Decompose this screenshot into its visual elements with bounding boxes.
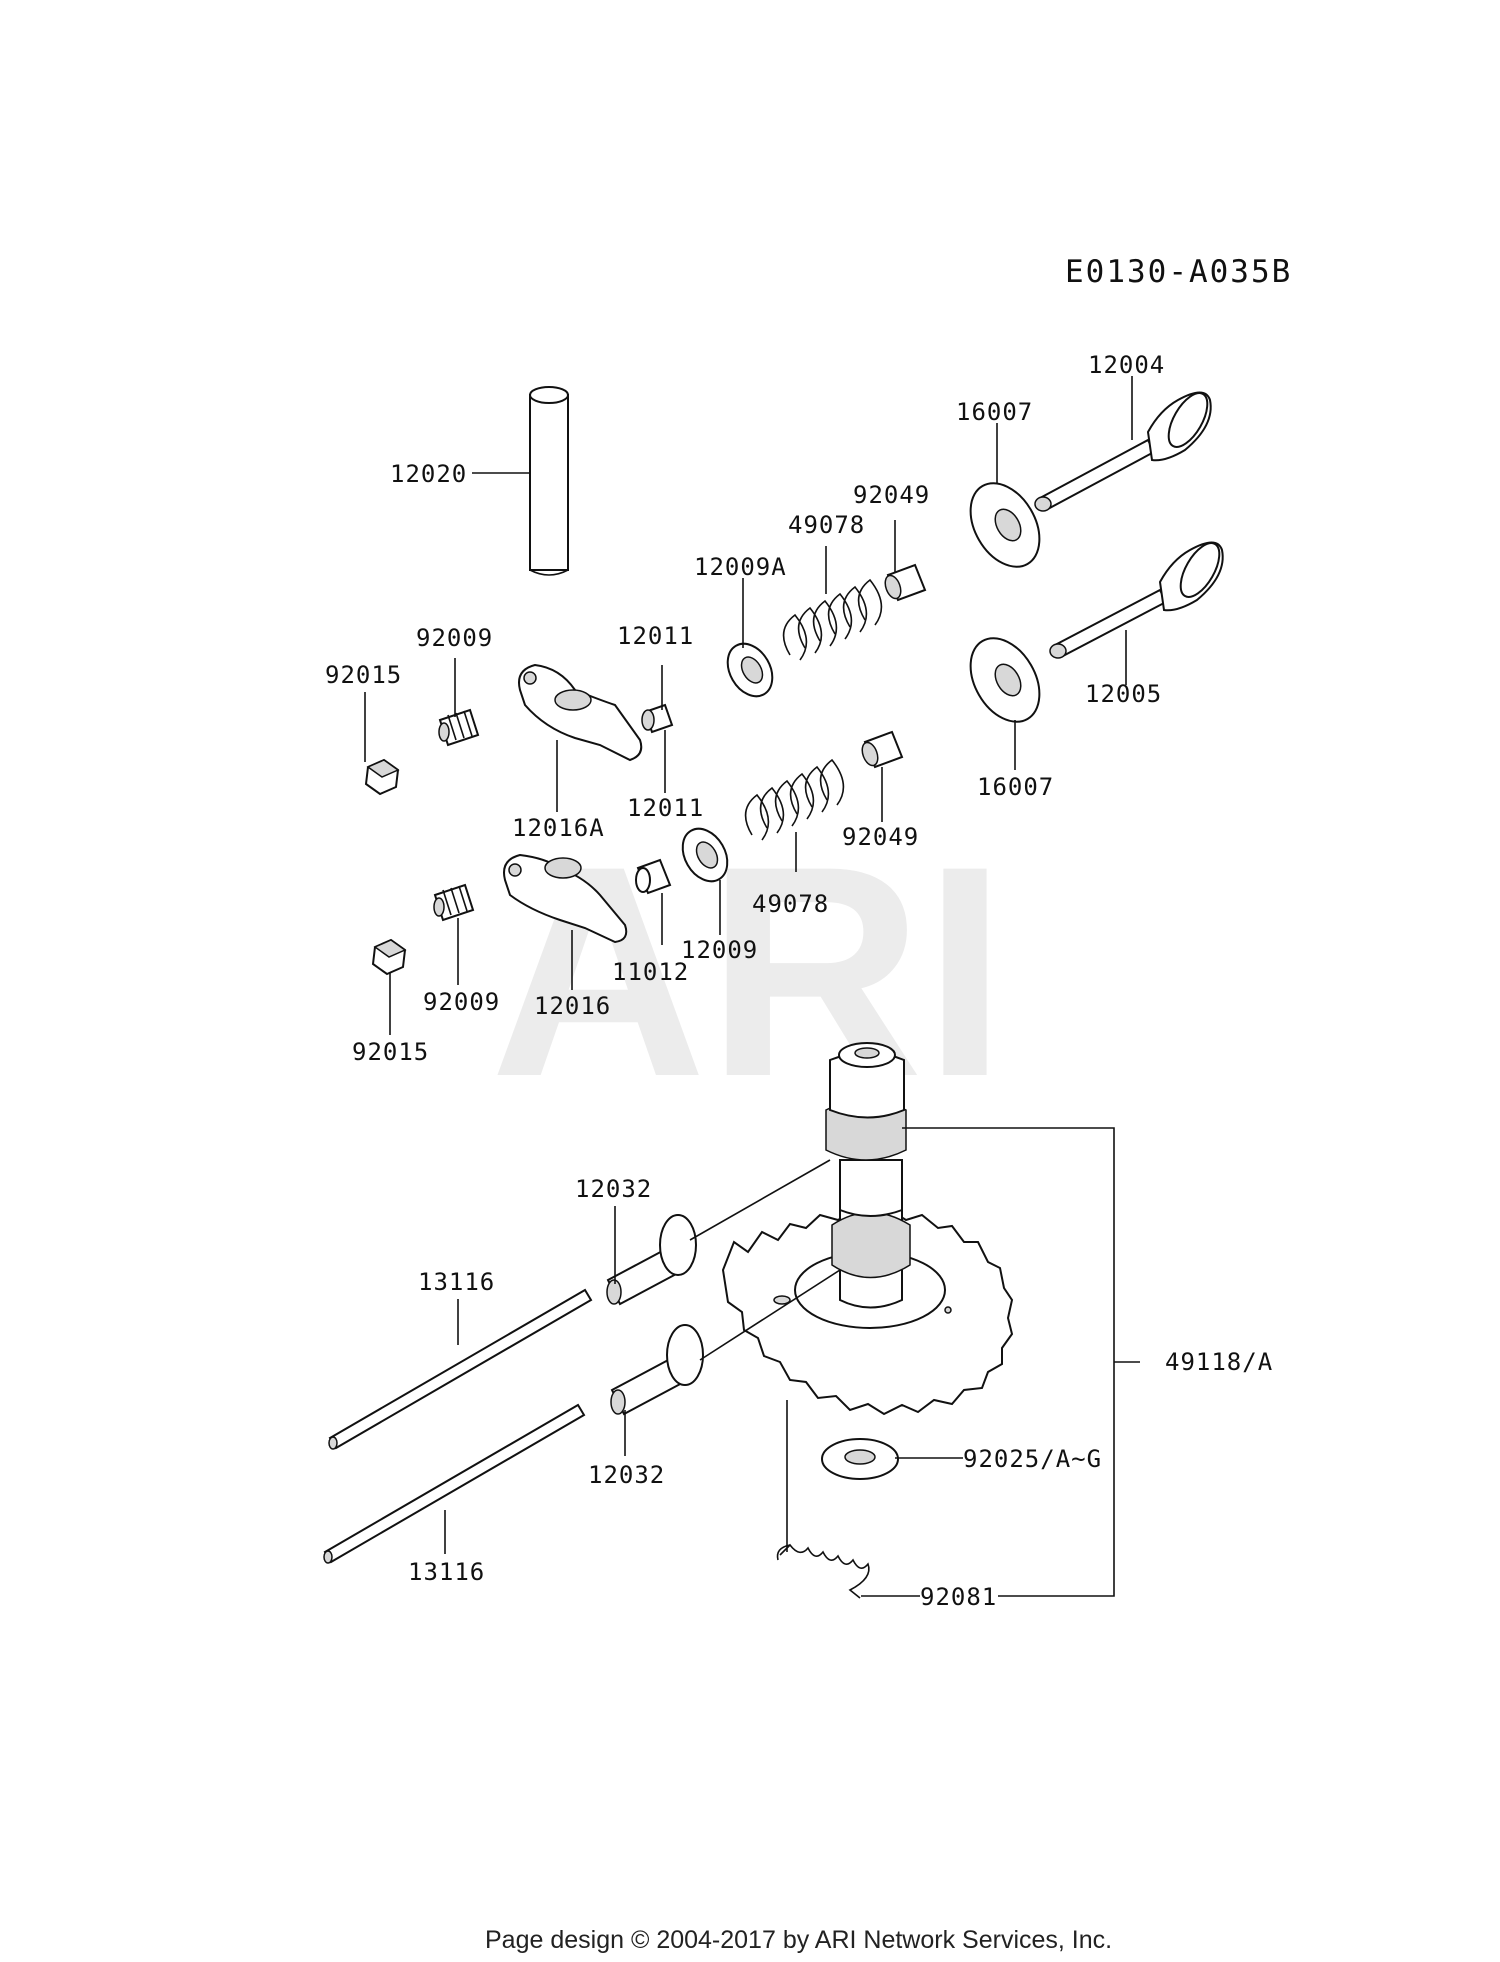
- screw-92009-bottom-shape: [433, 883, 475, 922]
- label-49078-top: 49078: [788, 511, 865, 539]
- label-12016A: 12016A: [512, 814, 605, 842]
- label-12011-top: 12011: [617, 622, 694, 650]
- rocker-arm-12016A-shape: [518, 663, 643, 762]
- cap-11012-shape: [635, 858, 672, 895]
- shaft-12020-shape: [529, 386, 569, 576]
- retainer-16007-top-shape: [969, 482, 1041, 568]
- label-92049-bottom: 92049: [842, 823, 919, 851]
- camshaft-49118A-shape: [721, 1042, 1014, 1416]
- nut-92015-top-shape: [364, 758, 400, 796]
- label-12005: 12005: [1085, 680, 1162, 708]
- retainer-16007-bottom-shape: [969, 637, 1041, 723]
- collar-92049-top-shape: [884, 563, 927, 602]
- spring-49078-bottom-shape: [744, 758, 845, 841]
- push-rod-13116-top-shape: [328, 1288, 593, 1450]
- label-16007-top: 16007: [956, 398, 1033, 426]
- label-92015-top: 92015: [325, 661, 402, 689]
- watermark: ARI: [490, 803, 1007, 1139]
- label-13116-top: 13116: [418, 1268, 495, 1296]
- diagram-code: E0130-A035B: [1065, 254, 1292, 290]
- label-12004: 12004: [1088, 351, 1165, 379]
- tappet-12032-bottom-shape: [610, 1324, 704, 1416]
- seat-12009A-shape: [726, 642, 774, 698]
- collar-92049-bottom-shape: [861, 730, 904, 769]
- valve-12004-shape: [1034, 391, 1212, 512]
- footer-copyright: Page design © 2004-2017 by ARI Network S…: [485, 1926, 1112, 1954]
- valve-12005-shape: [1049, 541, 1224, 659]
- label-92009-top: 92009: [416, 624, 493, 652]
- label-92015-bottom: 92015: [352, 1038, 429, 1066]
- label-12011-bottom: 12011: [627, 794, 704, 822]
- tappet-12032-top-shape: [606, 1214, 697, 1306]
- label-92025: 92025/A~G: [963, 1445, 1102, 1473]
- label-11012: 11012: [612, 958, 689, 986]
- label-13116-bottom: 13116: [408, 1558, 485, 1586]
- label-49118A: 49118/A: [1165, 1348, 1273, 1376]
- rocker-arm-12016-shape: [503, 853, 628, 944]
- label-12016: 12016: [534, 992, 611, 1020]
- label-12009A: 12009A: [694, 553, 787, 581]
- label-12009: 12009: [681, 936, 758, 964]
- spring-92081-shape: [776, 1543, 870, 1599]
- label-12032-top: 12032: [575, 1175, 652, 1203]
- nut-92015-bottom-shape: [371, 938, 407, 976]
- washer-92025-shape: [821, 1438, 899, 1480]
- pivot-12011-shape: [641, 703, 674, 734]
- spring-49078-top-shape: [782, 578, 883, 661]
- screw-92009-top-shape: [438, 708, 480, 747]
- seat-12009-shape: [681, 827, 729, 883]
- push-rod-13116-bottom-shape: [323, 1403, 586, 1564]
- label-12020: 12020: [390, 460, 467, 488]
- label-92081: 92081: [920, 1583, 997, 1611]
- label-49078-bottom: 49078: [752, 890, 829, 918]
- label-92049-top: 92049: [853, 481, 930, 509]
- leader-lines: [364, 376, 1140, 1597]
- label-12032-bottom: 12032: [588, 1461, 665, 1489]
- label-92009-bottom: 92009: [423, 988, 500, 1016]
- label-16007-bottom: 16007: [977, 773, 1054, 801]
